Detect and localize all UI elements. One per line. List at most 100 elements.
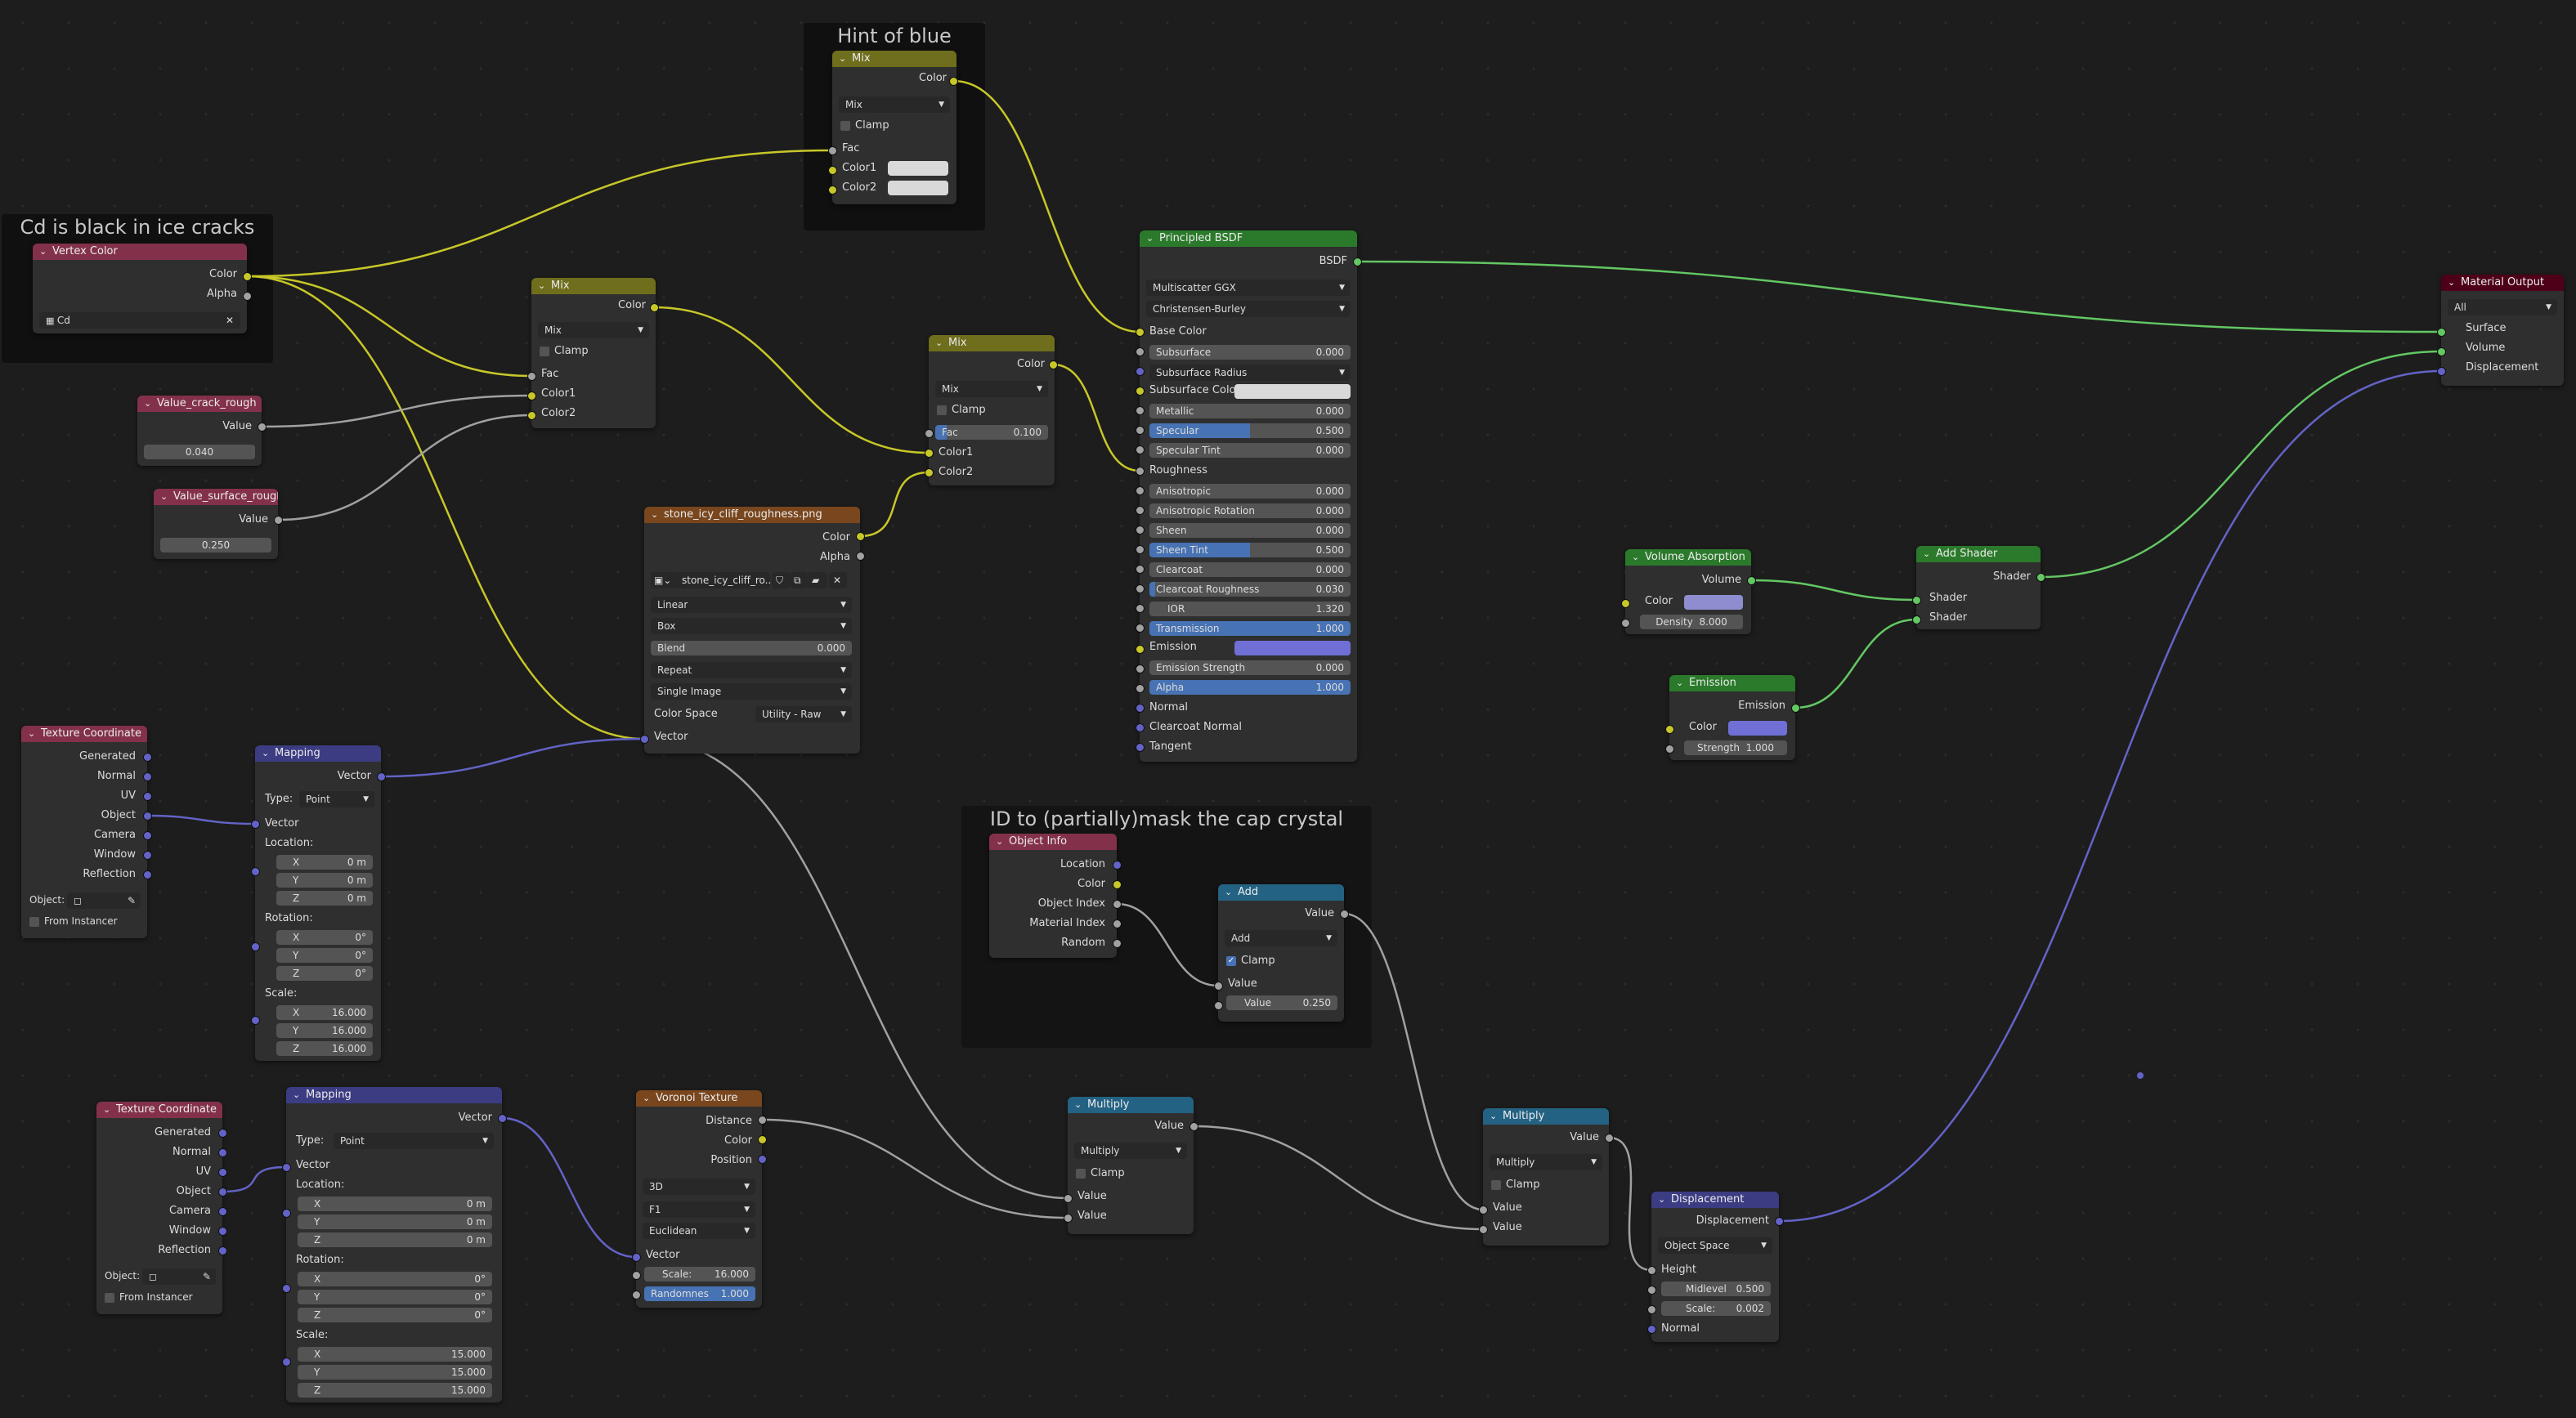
node-header[interactable]: ⌄Value_surface_rough	[154, 489, 278, 505]
node-socket[interactable]	[1136, 704, 1145, 713]
node-header[interactable]: ⌄Multiply	[1068, 1097, 1194, 1113]
node-socket[interactable]	[243, 272, 252, 281]
node-socket[interactable]	[282, 1284, 291, 1293]
collapse-chevron-icon[interactable]: ⌄	[1676, 678, 1684, 688]
node-socket[interactable]	[527, 372, 536, 381]
clamp-checkbox[interactable]	[1076, 1169, 1086, 1179]
node-socket[interactable]	[632, 1253, 641, 1262]
node-socket[interactable]	[377, 772, 386, 781]
node-socket[interactable]	[1605, 1134, 1614, 1143]
node-socket[interactable]	[2437, 328, 2446, 337]
node-socket[interactable]	[632, 1271, 641, 1280]
collapse-chevron-icon[interactable]: ⌄	[39, 246, 47, 257]
feature-dropdown[interactable]: F1▼	[643, 1201, 755, 1218]
subsurface-color-swatch[interactable]	[1234, 384, 1351, 399]
multiply-node-1[interactable]: ⌄Multiply Value Multiply▼ Clamp Value Va…	[1068, 1097, 1194, 1234]
collapse-chevron-icon[interactable]: ⌄	[935, 338, 943, 348]
node-socket[interactable]	[1136, 467, 1145, 476]
collapse-chevron-icon[interactable]: ⌄	[293, 1089, 301, 1100]
mapping-type-dropdown[interactable]: Point▼	[334, 1133, 494, 1149]
node-socket[interactable]	[925, 468, 934, 477]
collapse-chevron-icon[interactable]: ⌄	[28, 728, 36, 739]
node-socket[interactable]	[1665, 745, 1674, 754]
node-link[interactable]	[146, 814, 256, 825]
math-operation-dropdown[interactable]: Multiply▼	[1490, 1154, 1602, 1170]
node-socket[interactable]	[1136, 604, 1145, 613]
node-socket[interactable]	[282, 1163, 291, 1172]
density-field[interactable]: Density 8.000	[1640, 615, 1743, 629]
eyedropper-icon[interactable]: ✎	[127, 895, 136, 906]
collapse-chevron-icon[interactable]: ⌄	[1225, 887, 1233, 897]
node-socket[interactable]	[1912, 596, 1921, 605]
image-name-field[interactable]: stone_icy_cliff_ro...	[675, 572, 774, 588]
node-socket[interactable]	[1136, 347, 1145, 356]
emission-color-swatch[interactable]	[1728, 721, 1787, 736]
node-link[interactable]	[246, 275, 532, 378]
scale-field[interactable]: Scale:0.002	[1661, 1301, 1771, 1316]
displacement-node[interactable]: ⌄Displacement Displacement Object Space▼…	[1651, 1192, 1779, 1342]
node-socket[interactable]	[2036, 573, 2045, 582]
node-socket[interactable]	[1621, 619, 1630, 628]
node-socket[interactable]	[282, 1358, 291, 1367]
node-socket[interactable]	[1647, 1266, 1656, 1275]
multiply-node-2[interactable]: ⌄Multiply Value Multiply▼ Clamp Value Va…	[1483, 1108, 1609, 1246]
node-socket[interactable]	[251, 1016, 260, 1025]
node-socket[interactable]	[1136, 624, 1145, 633]
node-socket[interactable]	[1136, 584, 1145, 593]
node-socket[interactable]	[856, 552, 865, 561]
node-socket[interactable]	[1665, 725, 1674, 734]
clear-field-icon[interactable]: ✕	[225, 315, 234, 326]
node-socket[interactable]	[640, 735, 649, 744]
node-link[interactable]	[1343, 912, 1484, 1211]
image-texture-node[interactable]: ⌄stone_icy_cliff_roughness.png Color Alp…	[644, 507, 860, 754]
node-link[interactable]	[643, 737, 1068, 1200]
node-socket[interactable]	[1214, 1001, 1223, 1010]
node-header[interactable]: ⌄Texture Coordinate	[96, 1102, 222, 1118]
value-field[interactable]: 0.040	[144, 445, 255, 459]
object-info-node[interactable]: ⌄Object Info Location Color Object Index…	[989, 834, 1117, 958]
node-socket[interactable]	[650, 303, 659, 312]
emission-node[interactable]: ⌄Emission Emission Color Strength 1.000	[1669, 675, 1795, 760]
clamp-checkbox[interactable]	[840, 121, 850, 131]
node-link[interactable]	[1608, 1136, 1652, 1272]
node-socket[interactable]	[2437, 347, 2446, 356]
node-socket[interactable]	[218, 1227, 227, 1236]
node-socket[interactable]	[218, 1207, 227, 1216]
node-socket[interactable]	[143, 753, 152, 762]
node-link[interactable]	[261, 394, 532, 428]
node-socket[interactable]	[143, 812, 152, 821]
node-socket[interactable]	[1647, 1325, 1656, 1334]
node-socket[interactable]	[1791, 704, 1800, 713]
strength-field[interactable]: Strength 1.000	[1684, 740, 1787, 755]
node-socket[interactable]	[1136, 526, 1145, 535]
texture-coordinate-node-2[interactable]: ⌄Texture Coordinate Generated Normal UV …	[96, 1102, 222, 1314]
node-header[interactable]: ⌄Emission	[1669, 675, 1795, 691]
node-socket[interactable]	[1064, 1214, 1073, 1223]
node-socket[interactable]	[251, 942, 260, 951]
mapping-type-dropdown[interactable]: Point▼	[299, 791, 374, 807]
node-header[interactable]: ⌄Displacement	[1651, 1192, 1779, 1208]
collapse-chevron-icon[interactable]: ⌄	[996, 836, 1004, 847]
collapse-chevron-icon[interactable]: ⌄	[1923, 548, 1931, 559]
from-instancer-checkbox[interactable]	[29, 917, 39, 927]
node-socket[interactable]	[1136, 406, 1145, 415]
unlink-image-button[interactable]: ✕	[829, 572, 847, 588]
node-link[interactable]	[2040, 350, 2442, 579]
node-socket[interactable]	[925, 429, 934, 438]
node-link[interactable]	[1794, 618, 1917, 709]
source-dropdown[interactable]: Single Image▼	[651, 683, 852, 700]
reroute-node[interactable]	[2137, 1072, 2144, 1079]
node-socket[interactable]	[143, 831, 152, 840]
collapse-chevron-icon[interactable]: ⌄	[839, 53, 847, 64]
node-link[interactable]	[1116, 902, 1219, 987]
